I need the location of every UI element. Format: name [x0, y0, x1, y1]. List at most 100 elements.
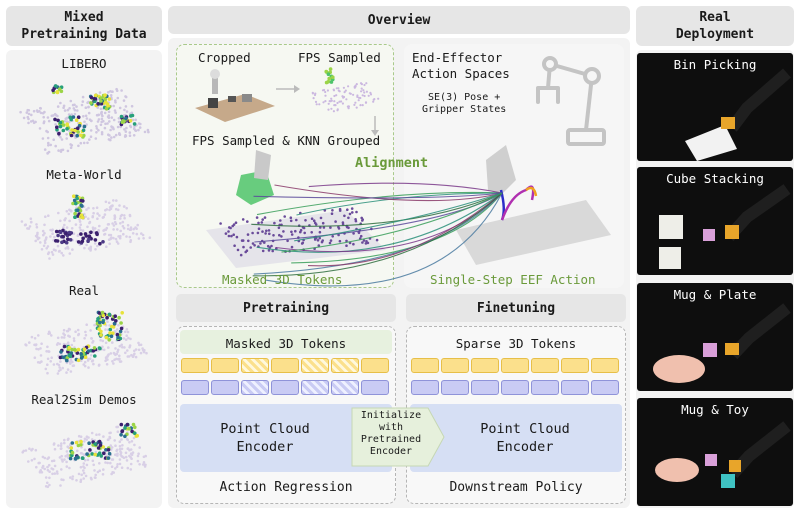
cloud-point [109, 94, 113, 97]
cloud-point [101, 473, 105, 476]
cloud-point [69, 370, 73, 373]
cloud-point [348, 212, 352, 216]
cloud-point [50, 356, 53, 359]
cloud-point [137, 452, 140, 455]
cloud-point [71, 103, 75, 107]
cloud-point [50, 114, 54, 118]
cloud-point [294, 229, 297, 233]
cloud-point [63, 458, 66, 461]
cloud-point [112, 127, 115, 131]
cloud-point [133, 425, 137, 430]
token-cell [271, 380, 299, 395]
cloud-point [271, 249, 274, 253]
cloud-point [89, 135, 93, 138]
eef-action-spaces-label: End-Effector Action Spaces [412, 50, 510, 82]
fps-sampled-point-cloud [311, 67, 380, 113]
cloud-point [128, 119, 133, 123]
cloud-point [107, 353, 110, 356]
cloud-point [54, 144, 57, 148]
cloud-point [80, 445, 83, 449]
cloud-point [112, 199, 115, 202]
cloud-point [80, 452, 83, 455]
cloud-point [42, 233, 45, 237]
cloud-point [104, 461, 107, 464]
cloud-point [65, 127, 69, 131]
cloud-point [70, 227, 74, 230]
cloud-point [96, 212, 99, 215]
cloud-point [130, 113, 135, 118]
cloud-point [137, 122, 141, 125]
cloud-point [46, 116, 50, 119]
cloud-point [87, 105, 90, 109]
cloud-point [54, 123, 57, 126]
cloud-point [76, 208, 80, 212]
deployment-caption: Mug & Toy [681, 402, 749, 417]
cloud-point [65, 356, 70, 360]
cloud-point [92, 230, 95, 233]
cloud-point [123, 330, 127, 334]
cloud-point [77, 123, 82, 128]
cloud-point [324, 80, 329, 85]
cloud-point [125, 110, 129, 113]
cloud-point [120, 466, 124, 469]
dataset-label-real2sim: Real2Sim Demos [31, 392, 137, 407]
cloud-point [289, 219, 293, 223]
fps-sampled-label: FPS Sampled [298, 50, 381, 65]
cloud-point [283, 215, 286, 218]
cloud-point [117, 117, 121, 120]
cloud-point [121, 345, 124, 349]
cloud-point [124, 95, 127, 98]
cloud-point [73, 211, 77, 216]
cloud-point [74, 330, 77, 333]
cloud-point [119, 451, 123, 454]
cloud-point [351, 211, 354, 214]
cloud-point [342, 86, 345, 89]
cloud-point [22, 116, 26, 120]
cloud-point [118, 440, 122, 443]
cloud-point [219, 222, 222, 225]
pretraining-encoder-label: Point Cloud Encoder [180, 420, 350, 456]
cloud-point [303, 231, 306, 235]
cloud-point [58, 355, 63, 360]
cloud-point [375, 238, 379, 242]
cloud-point [94, 137, 98, 140]
cloud-point [69, 133, 74, 138]
cloud-point [81, 100, 85, 103]
cloud-point [345, 98, 348, 101]
cloud-point [81, 199, 85, 203]
finetuning-tokens-label: Sparse 3D Tokens [455, 336, 577, 351]
cloud-point [38, 110, 41, 113]
cloud-point [126, 349, 129, 352]
cloud-point [114, 347, 117, 350]
initialize-arrow-label: Initialize with Pretrained Encoder [352, 410, 430, 458]
cloud-point [55, 470, 59, 473]
cloud-point [123, 216, 126, 220]
cloud-point [44, 476, 48, 479]
cloud-point [95, 131, 98, 134]
cloud-point [68, 115, 72, 120]
cloud-point [324, 94, 327, 97]
cloud-point [357, 99, 360, 102]
cloud-point [89, 249, 92, 252]
cloud-point [136, 459, 140, 463]
cloud-point [133, 352, 136, 356]
cloud-point [129, 462, 133, 466]
cloud-point [142, 350, 146, 354]
cloud-point [96, 317, 100, 321]
cloud-point [64, 240, 69, 245]
cloud-point [57, 131, 61, 136]
cloud-point [140, 232, 143, 235]
cloud-point [104, 341, 108, 345]
cloud-point [123, 434, 127, 439]
cloud-point [89, 245, 93, 249]
cloud-point [137, 128, 140, 132]
cloud-point [336, 101, 339, 105]
cloud-point [62, 344, 67, 349]
cloud-point [81, 95, 85, 99]
deployment-photo-cube-stacking: Cube Stacking [637, 167, 793, 275]
fps-knn-label: FPS Sampled & KNN Grouped [192, 133, 381, 148]
cloud-point [347, 107, 350, 110]
cloud-point [118, 106, 122, 110]
cloud-point [72, 232, 76, 235]
cloud-point [110, 446, 114, 449]
